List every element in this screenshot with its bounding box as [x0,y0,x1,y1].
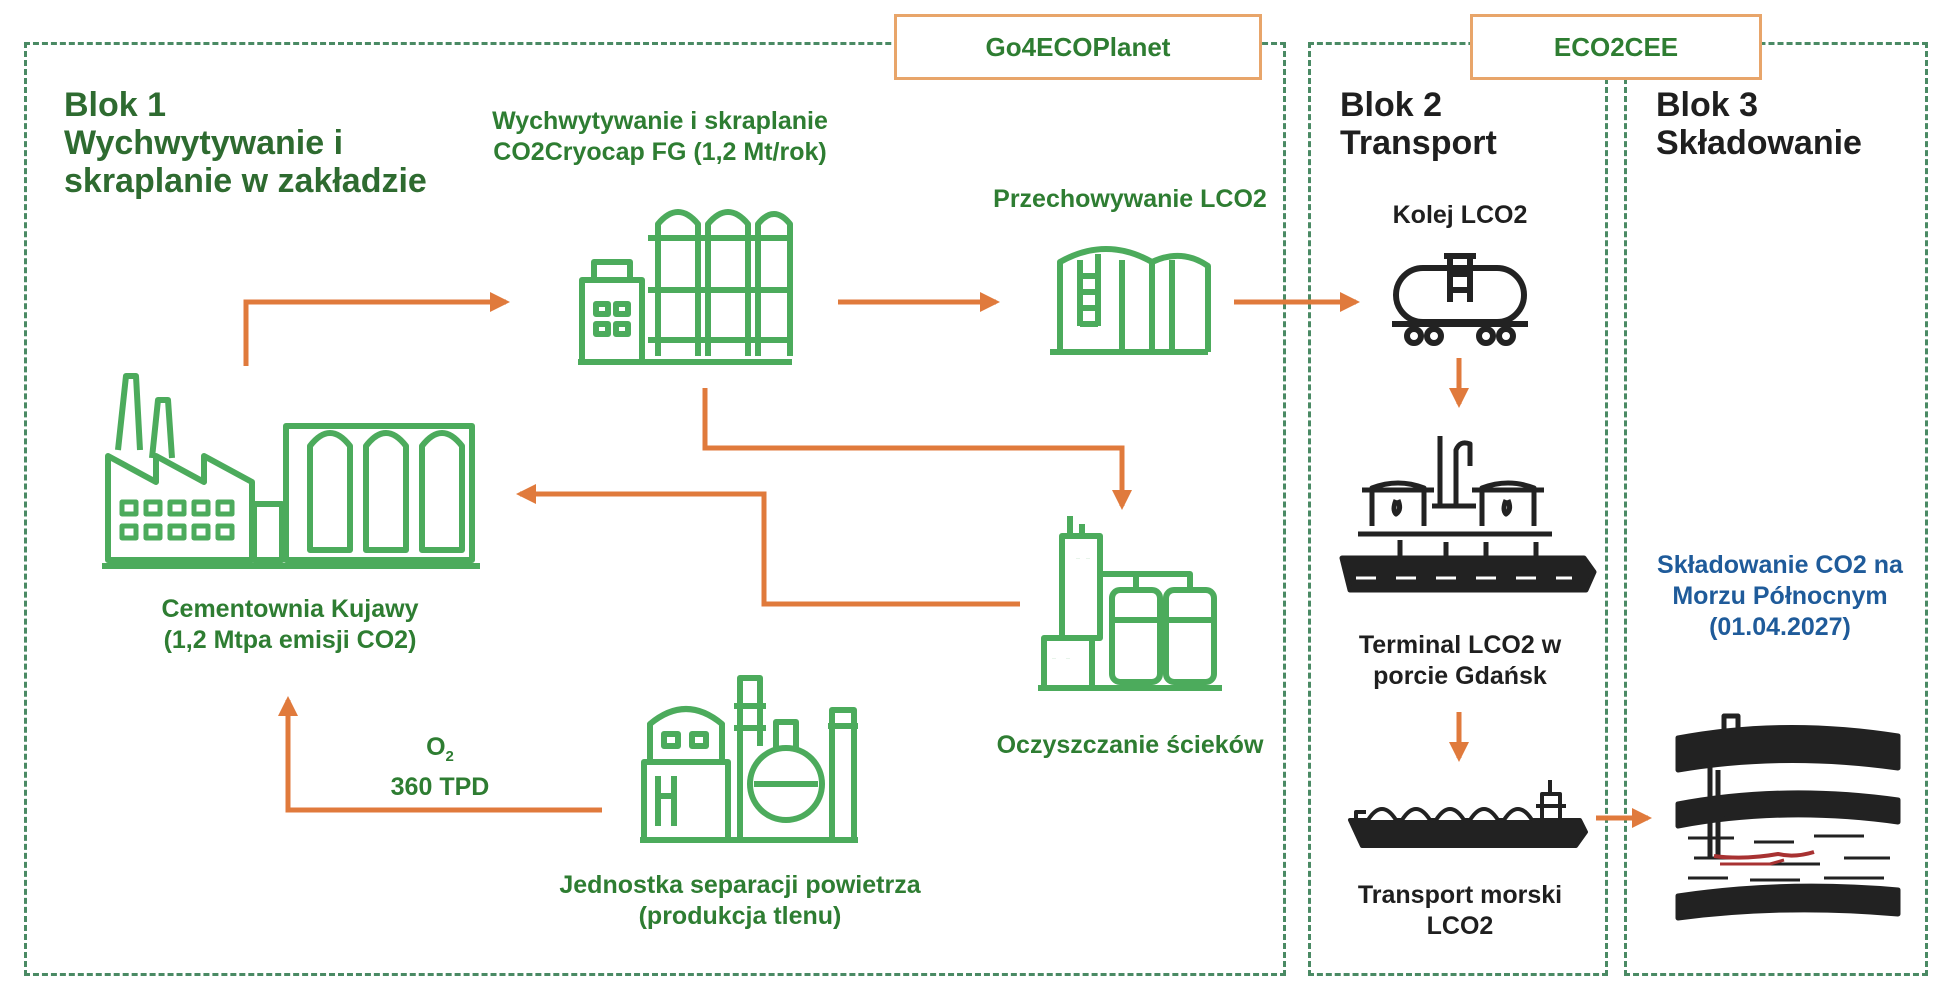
eco2cee-badge: ECO2CEE [1470,14,1762,80]
sequestration-label-line2: Morzu Północnym [1672,582,1888,610]
block-1-number: Blok 1 [64,86,167,124]
liquefaction-plant-icon [574,200,798,368]
asu-label: Jednostka separacji powietrza (produkcja… [540,870,940,932]
oxygen-formula: O2 [360,732,520,772]
sea-transport-label: Transport morski LCO2 [1330,880,1590,942]
arrow-cement-to-capture [243,292,510,366]
capture-label-line2: CO2Cryocap FG (1,2 Mt/rok) [493,138,827,166]
lng-carrier-ship-icon [1346,776,1588,848]
geological-storage-icon [1674,708,1902,921]
air-separation-unit-icon [636,666,862,846]
oxygen-formula-base: O [426,733,446,761]
capture-label-line1: Wychwytywanie i skraplanie [492,107,828,135]
oxygen-label: O2 360 TPD [360,732,520,803]
arrow-wastewater-to-cement [516,484,1020,607]
cement-label-line1: Cementownia Kujawy [161,595,419,623]
sea-transport-label-line2: LCO2 [1426,912,1494,940]
block-2-title: Blok 2 Transport [1340,86,1497,162]
oxygen-rate: 360 TPD [390,773,490,801]
wastewater-plant-icon [1034,510,1224,694]
block-2-frame [1308,42,1608,976]
block-1-name-line1: Wychwytywanie i [64,124,344,162]
block-1-title: Blok 1 Wychwytywanie i skraplanie w zakł… [64,86,427,200]
sequestration-label-line1: Składowanie CO2 na [1657,551,1903,579]
arrow-asu-to-cement [278,696,602,813]
block-2-number: Blok 2 [1340,86,1443,124]
arrow-capture-to-wastewater [702,388,1132,510]
rail-label-line1: Kolej LCO2 [1392,201,1528,229]
go4ecoplanet-badge: Go4ECOPlanet [894,14,1262,80]
block-2-name: Transport [1340,124,1497,162]
block-1-name-line2: skraplanie w zakładzie [64,162,427,200]
asu-label-line2: (produkcja tlenu) [638,902,842,930]
block-3-title: Blok 3 Składowanie [1656,86,1862,162]
sequestration-label-line3: (01.04.2027) [1709,613,1851,641]
sea-transport-label-line1: Transport morski [1357,881,1563,909]
terminal-label: Terminal LCO2 w porcie Gdańsk [1330,630,1590,692]
storage-label-line1: Przechowywanie LCO2 [993,185,1267,213]
oxygen-formula-subscript: 2 [445,748,454,765]
block-1-frame [24,42,1286,976]
asu-label-line1: Jednostka separacji powietrza [559,871,921,899]
cement-plant-icon [96,370,486,574]
port-terminal-icon [1336,430,1598,606]
wastewater-label-line1: Oczyszczanie ścieków [996,731,1264,759]
storage-label: Przechowywanie LCO2 [960,184,1300,215]
terminal-label-line1: Terminal LCO2 w [1358,631,1562,659]
rail-tank-car-icon [1390,252,1530,348]
cement-label-line2: (1,2 Mtpa emisji CO2) [163,626,417,654]
block-3-frame [1624,42,1928,976]
terminal-label-line2: porcie Gdańsk [1373,662,1547,690]
cement-label: Cementownia Kujawy (1,2 Mtpa emisji CO2) [120,594,460,656]
sequestration-label: Składowanie CO2 na Morzu Północnym (01.0… [1632,550,1928,643]
block-3-name: Składowanie [1656,124,1862,162]
rail-label: Kolej LCO2 [1360,200,1560,231]
capture-label: Wychwytywanie i skraplanie CO2Cryocap FG… [460,106,860,168]
block-3-number: Blok 3 [1656,86,1759,124]
storage-tanks-icon [1046,236,1212,358]
wastewater-label: Oczyszczanie ścieków [970,730,1290,761]
